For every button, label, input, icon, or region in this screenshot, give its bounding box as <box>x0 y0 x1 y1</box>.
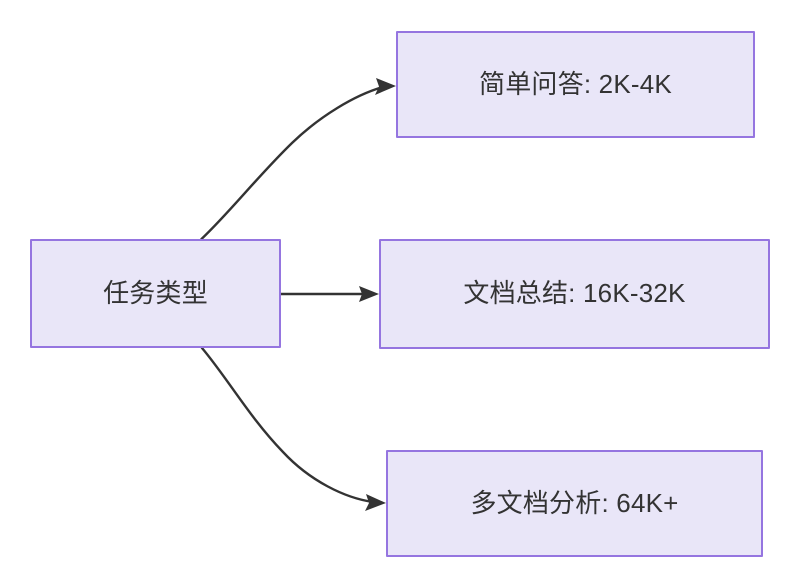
edge-curve-upper <box>200 85 385 241</box>
node-multi-doc-analysis-label: 多文档分析: 64K+ <box>470 487 679 518</box>
edge-task-type-to-doc-summary <box>279 286 379 302</box>
arrowhead-upper-icon <box>375 78 396 95</box>
node-doc-summary-label: 文档总结: 16K-32K <box>463 278 686 309</box>
node-simple-qa-label: 简单问答: 2K-4K <box>479 68 672 99</box>
node-doc-summary[interactable]: 文档总结: 16K-32K <box>379 239 770 349</box>
edge-task-type-to-multi-doc <box>200 346 386 511</box>
edge-task-type-to-simple-qa <box>200 78 396 241</box>
node-simple-qa[interactable]: 简单问答: 2K-4K <box>396 31 755 138</box>
node-multi-doc-analysis[interactable]: 多文档分析: 64K+ <box>386 450 763 557</box>
arrowhead-middle-icon <box>359 286 379 302</box>
node-task-type[interactable]: 任务类型 <box>30 239 281 348</box>
node-task-type-label: 任务类型 <box>103 277 208 308</box>
edge-curve-lower <box>200 346 375 504</box>
arrowhead-lower-icon <box>365 494 386 511</box>
